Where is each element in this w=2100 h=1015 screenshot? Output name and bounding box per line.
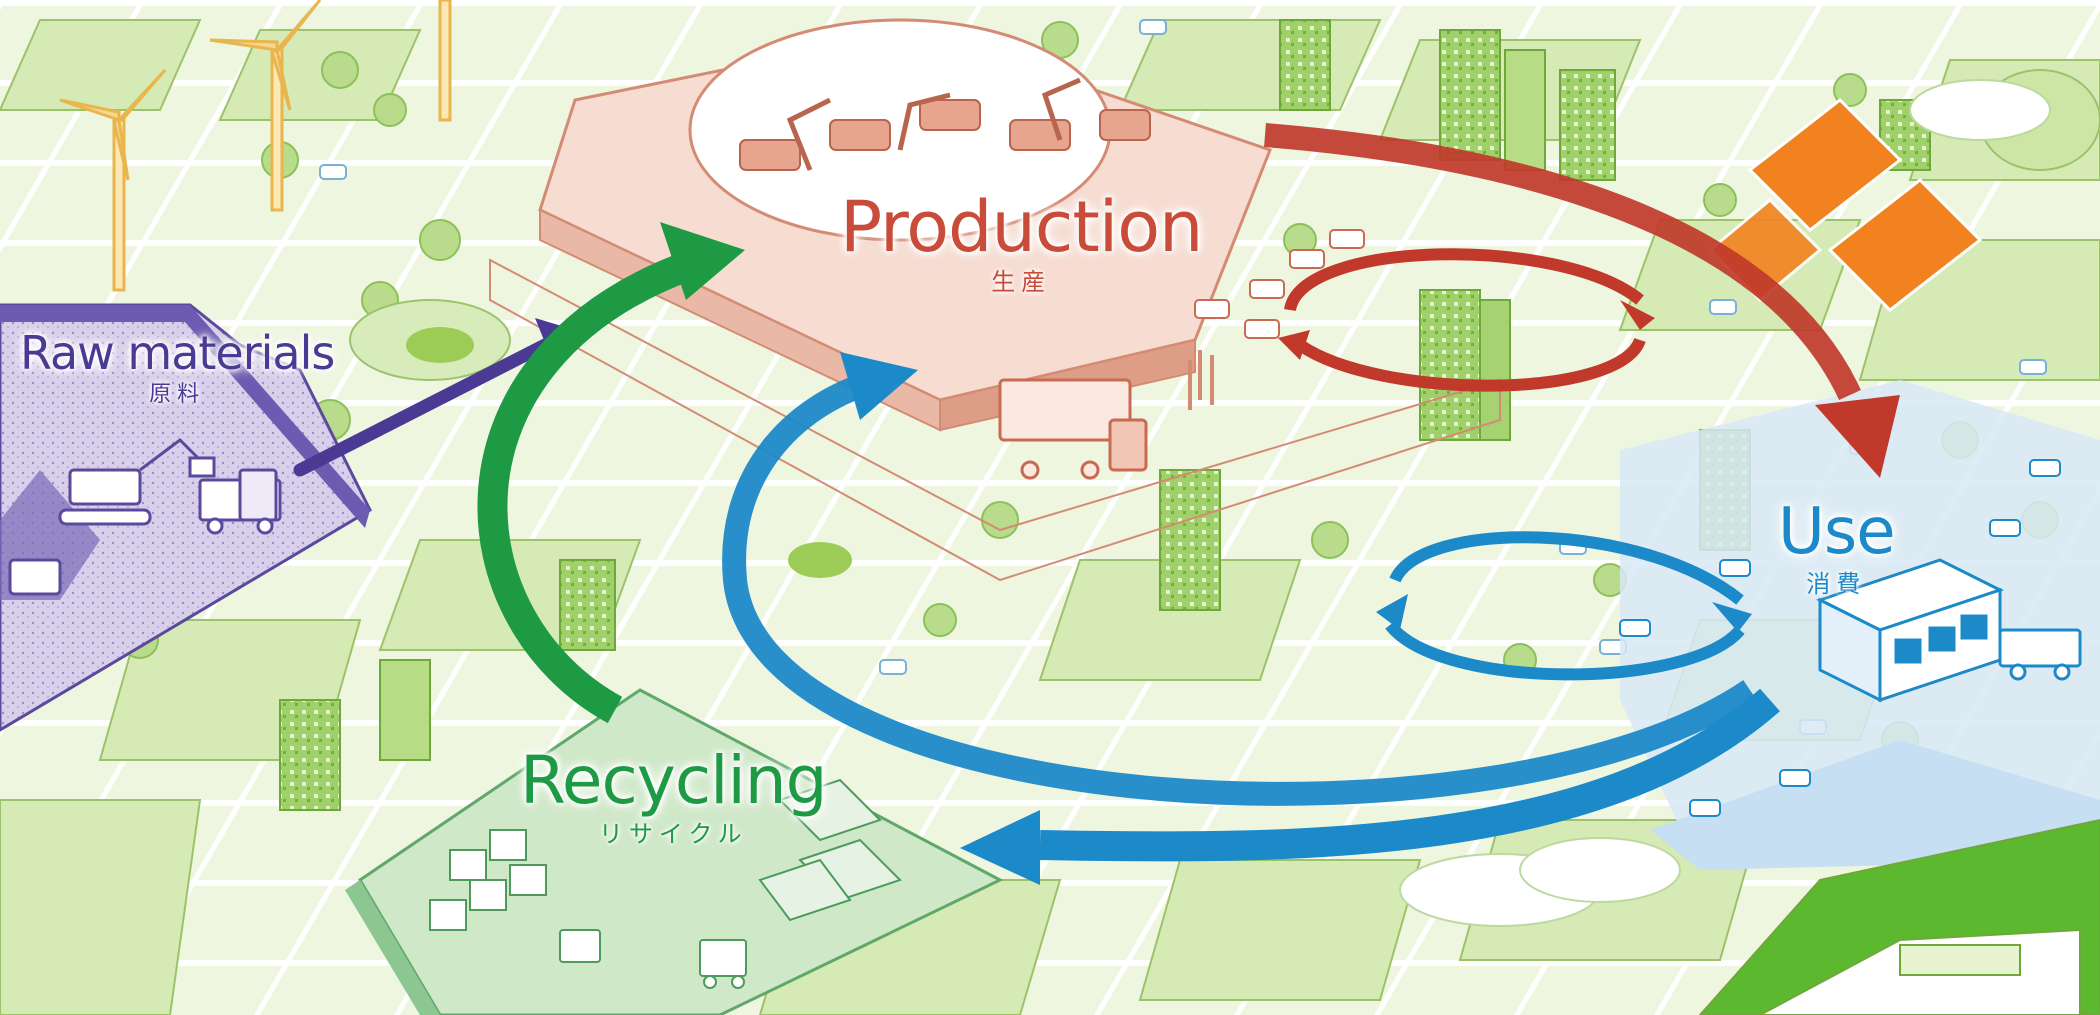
use-to-production-arrow	[722, 352, 1757, 806]
recycling-subtitle: リサイクル	[598, 820, 748, 848]
ship-icon	[1698, 818, 2100, 1015]
production-label: Production 生産	[840, 186, 1203, 296]
use-title: Use	[1778, 495, 1896, 569]
production-loop-arrow	[1284, 248, 1646, 392]
truck-icon	[198, 468, 282, 535]
production-subtitle: 生産	[991, 268, 1052, 296]
recycling-yard	[345, 688, 1004, 1015]
raw-materials-title: Raw materials	[20, 326, 335, 380]
truck-icon	[998, 378, 1148, 480]
use-subtitle: 消費	[1806, 570, 1867, 598]
production-title: Production	[840, 186, 1203, 268]
use-to-recycling-arrow	[960, 688, 1780, 885]
production-loop-arrowhead	[1278, 330, 1310, 360]
raw-materials-site	[0, 303, 372, 732]
production-loop-arrowhead	[1620, 300, 1655, 330]
chimneys	[1188, 350, 1214, 410]
recycling-label: Recycling リサイクル	[520, 742, 828, 848]
production-to-use-arrow	[1264, 123, 1900, 478]
car-icon	[1194, 229, 1365, 339]
recycling-title: Recycling	[520, 742, 828, 819]
clouds	[1399, 79, 2051, 927]
use-loop-arrow	[1385, 531, 1745, 681]
excavator-icon	[8, 438, 216, 596]
truck-icon	[1998, 628, 2082, 681]
raw-materials-label: Raw materials 原料	[20, 326, 335, 407]
use-loop-arrowhead	[1712, 602, 1752, 632]
raw-materials-subtitle: 原料	[149, 382, 206, 407]
forklift-icon	[559, 929, 747, 989]
use-loop-arrowhead	[1376, 594, 1408, 630]
use-label: Use 消費	[1778, 495, 1896, 598]
car-icon	[1619, 459, 2061, 817]
store-icon	[1816, 558, 2004, 703]
recycling-to-production-arrow	[477, 222, 745, 724]
wind-turbine-icon	[59, 0, 452, 292]
